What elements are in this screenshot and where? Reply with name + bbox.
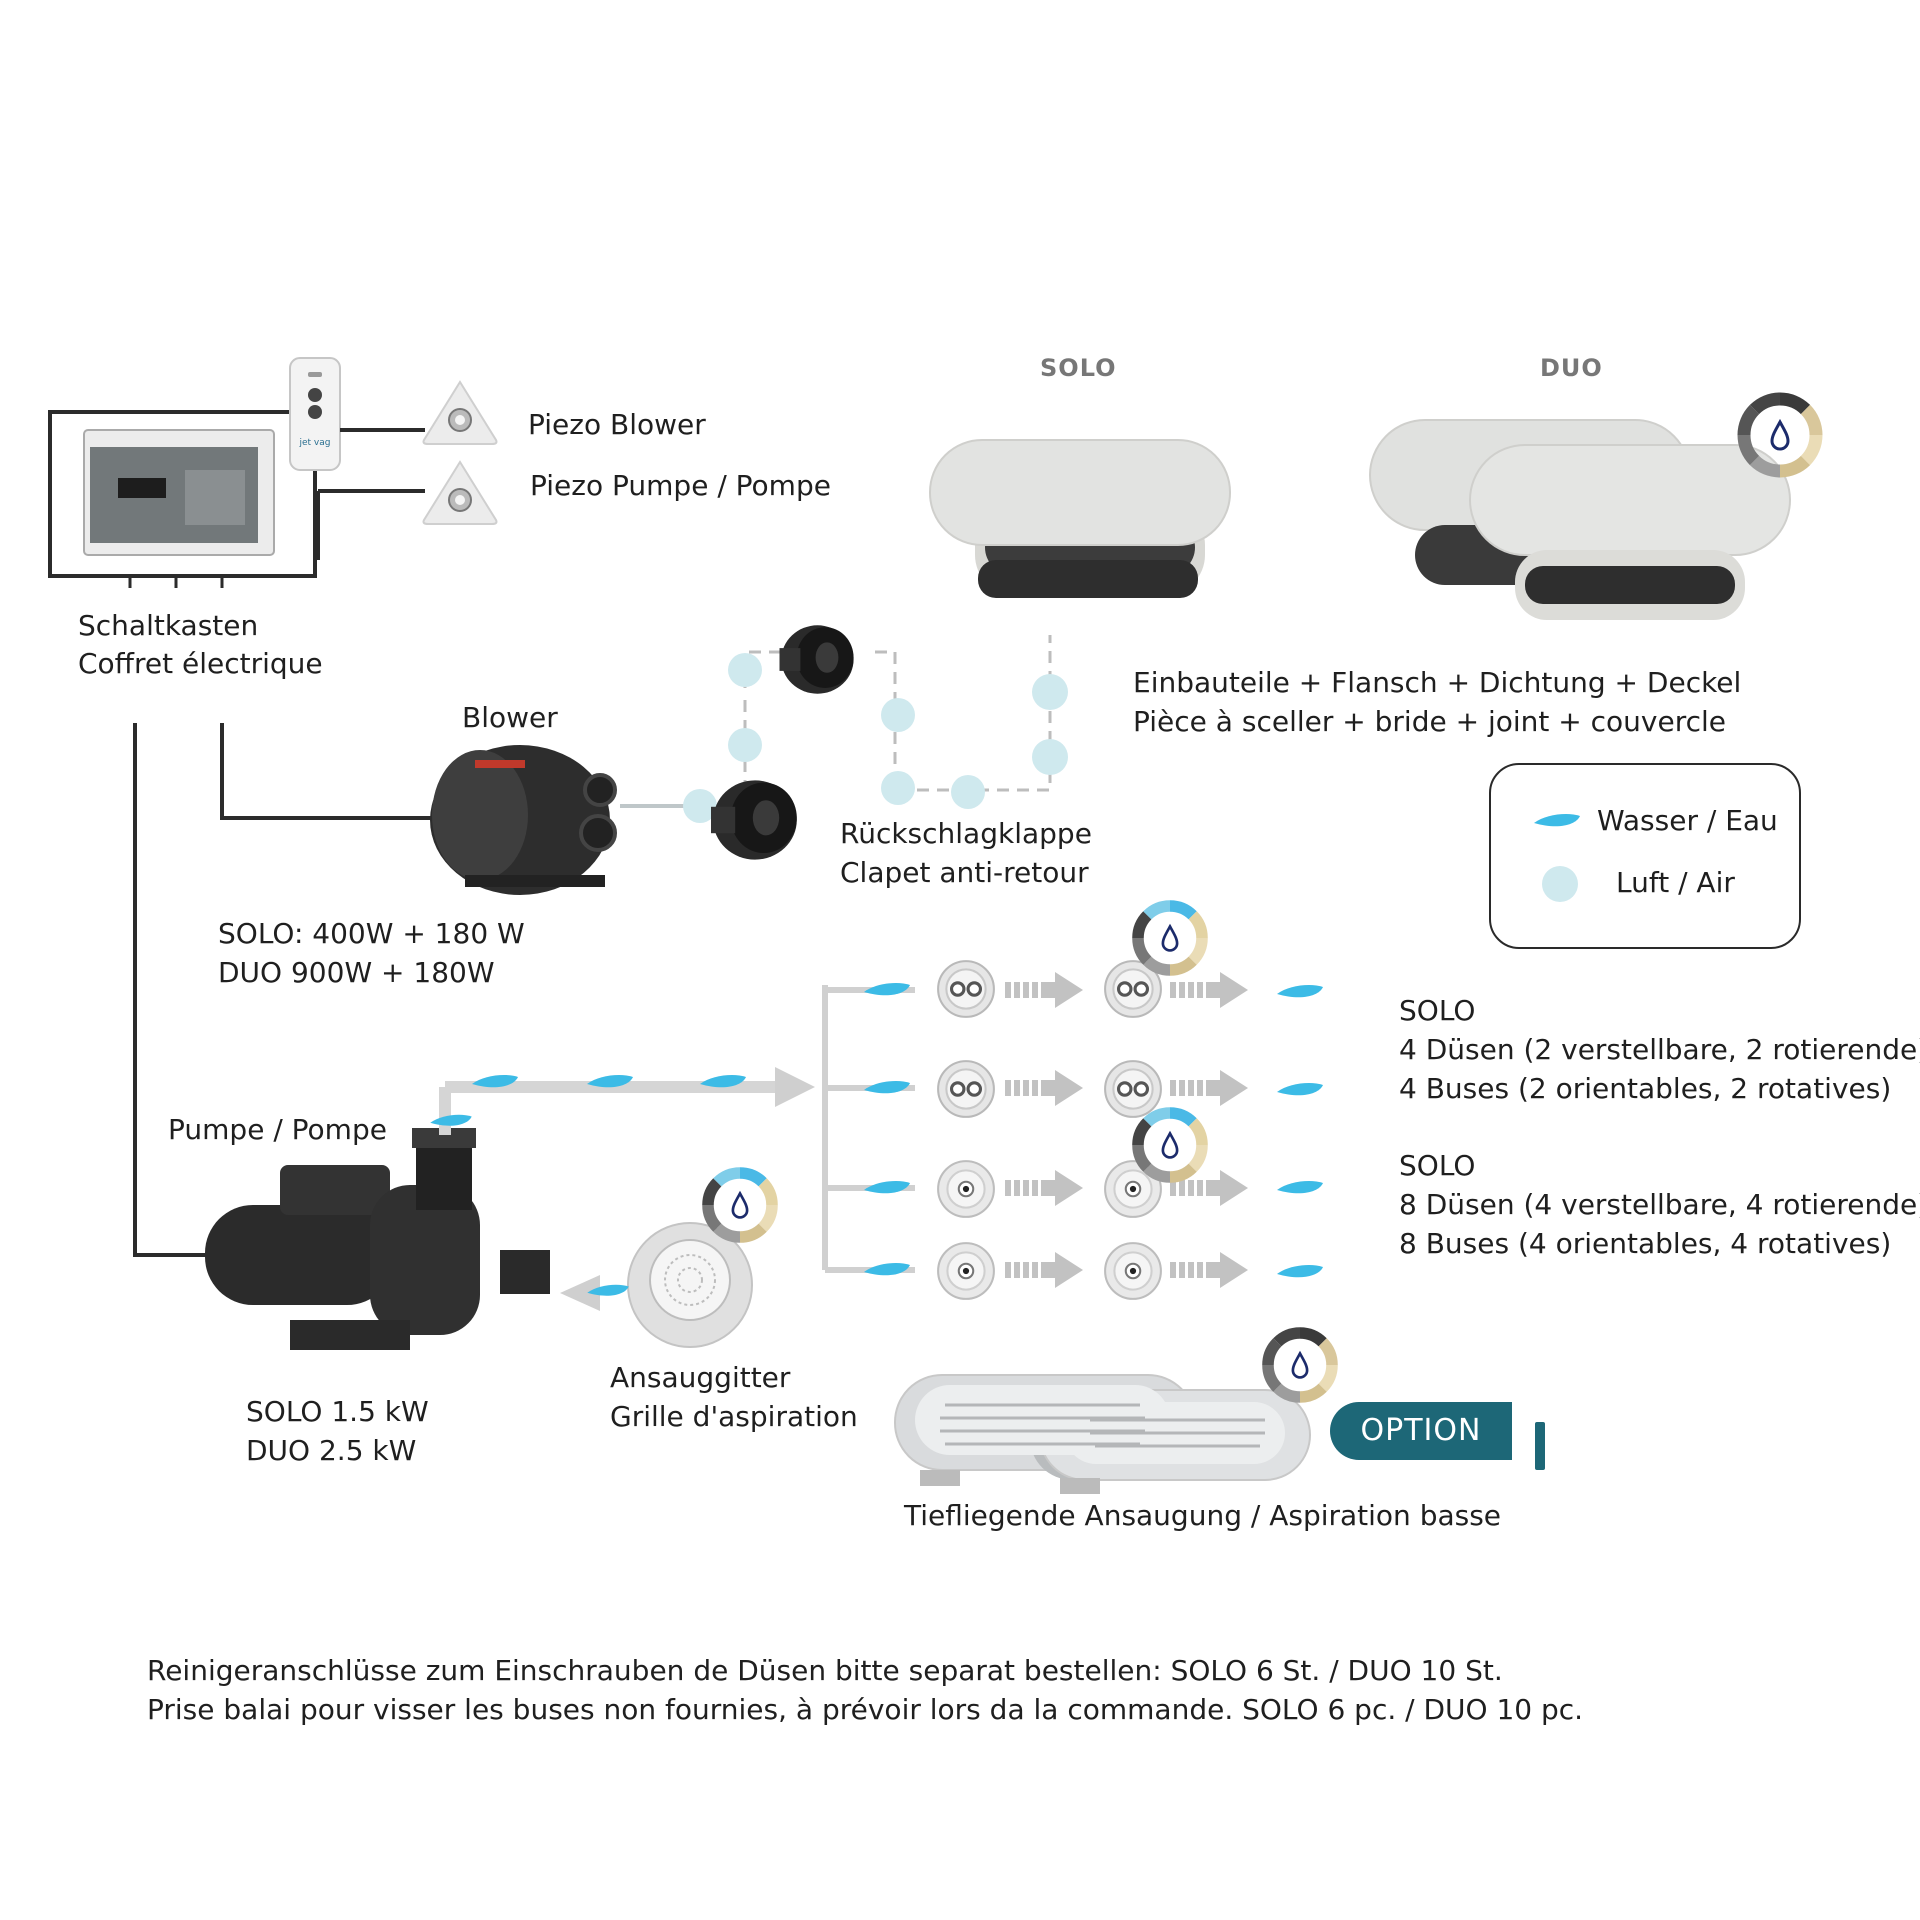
nozzle [936,959,996,1019]
pump-label: Pumpe / Pompe [168,1113,387,1146]
nozzles-group1-de: 4 Düsen (2 verstellbare, 2 rotierende) [1399,1033,1920,1066]
nozzles-group1-fr: 4 Buses (2 orientables, 2 rotatives) [1399,1072,1892,1105]
wiring [133,428,440,1257]
blower-spec-duo: DUO 900W + 180W [218,956,495,989]
suction-grille [627,1222,753,1348]
check-valve-upper [779,625,854,694]
grille-color-options-icon [708,1173,772,1237]
pump-spec-solo: SOLO 1.5 kW [246,1395,429,1428]
control-box [48,410,317,588]
svg-text:jet vag: jet vag [299,438,331,448]
nozzle [937,1242,995,1300]
blower-unit [430,745,617,895]
pump-unit [205,1128,550,1350]
piezo-blower-button [422,381,498,445]
nozzle-color-options-icon [1138,906,1202,970]
nozzles-group2-de: 8 Düsen (4 verstellbare, 4 rotierende) [1399,1188,1920,1221]
legend-water-label: Wasser / Eau [1597,804,1778,837]
blower-label: Blower [462,701,558,734]
footer-note-de: Reinigeranschlüsse zum Einschrauben de D… [147,1654,1503,1687]
color-options-icon [1744,399,1816,471]
nozzle-color-options-icon [1138,1113,1202,1177]
solo-header: SOLO [1040,354,1117,382]
option-badge-tail [1535,1422,1545,1470]
water-drops [430,983,1323,1296]
suction-color-options-icon [1268,1333,1332,1397]
housing-desc-fr: Pièce à sceller + bride + joint + couver… [1133,705,1726,738]
nozzle [937,1160,995,1218]
low-suction-label: Tiefliegende Ansaugung / Aspiration bass… [904,1499,1502,1532]
blower-spec-solo: SOLO: 400W + 180 W [218,917,525,950]
remote-control: jet vag [289,357,341,471]
duo-header: DUO [1540,354,1603,382]
air-bubbles [683,653,1068,823]
legend-air-label: Luft / Air [1616,866,1735,899]
housing-duo [1369,419,1791,620]
nozzle [936,1059,996,1119]
housing-desc-de: Einbauteile + Flansch + Dichtung + Decke… [1133,666,1742,699]
air-bubble-icon [1542,866,1578,902]
nozzles-group2-title: SOLO [1399,1149,1476,1182]
footer-note-fr: Prise balai pour visser les buses non fo… [147,1693,1584,1726]
pump-spec-duo: DUO 2.5 kW [246,1434,417,1467]
legend: Wasser / Eau Luft / Air [1489,763,1801,949]
nozzles-group2-fr: 8 Buses (4 orientables, 4 rotatives) [1399,1227,1892,1260]
housing-solo [929,439,1231,598]
nozzle [1104,1242,1162,1300]
control-box-label-fr: Coffret électrique [78,647,323,680]
low-suction-covers [894,1374,1311,1494]
control-box-label-de: Schaltkasten [78,609,259,642]
suction-grille-label-de: Ansauggitter [610,1361,791,1394]
piezo-pump-button [422,461,498,525]
nozzles-group1-title: SOLO [1399,994,1476,1027]
check-valve-label-de: Rückschlagklappe [840,817,1092,850]
check-valve-label-fr: Clapet anti-retour [840,856,1089,889]
suction-grille-label-fr: Grille d'aspiration [610,1400,858,1433]
piezo-pump-label: Piezo Pumpe / Pompe [530,469,831,502]
nozzle [1103,1059,1163,1119]
piezo-blower-label: Piezo Blower [528,408,706,441]
option-badge: OPTION [1330,1402,1512,1460]
water-drop-icon [1534,814,1580,827]
check-valve-lower [711,780,797,860]
